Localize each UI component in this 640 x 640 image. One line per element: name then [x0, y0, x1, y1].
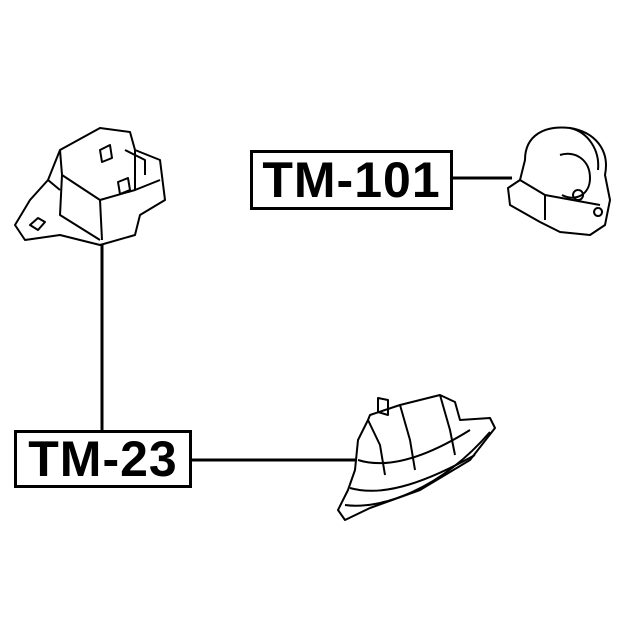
mount-illustration-bottom — [337, 394, 496, 521]
part-label-tm101: TM-101 — [250, 150, 453, 210]
part-label-tm23: TM-23 — [14, 430, 192, 488]
mount-illustration-left — [14, 127, 166, 246]
mount-illustration-right — [507, 126, 611, 236]
